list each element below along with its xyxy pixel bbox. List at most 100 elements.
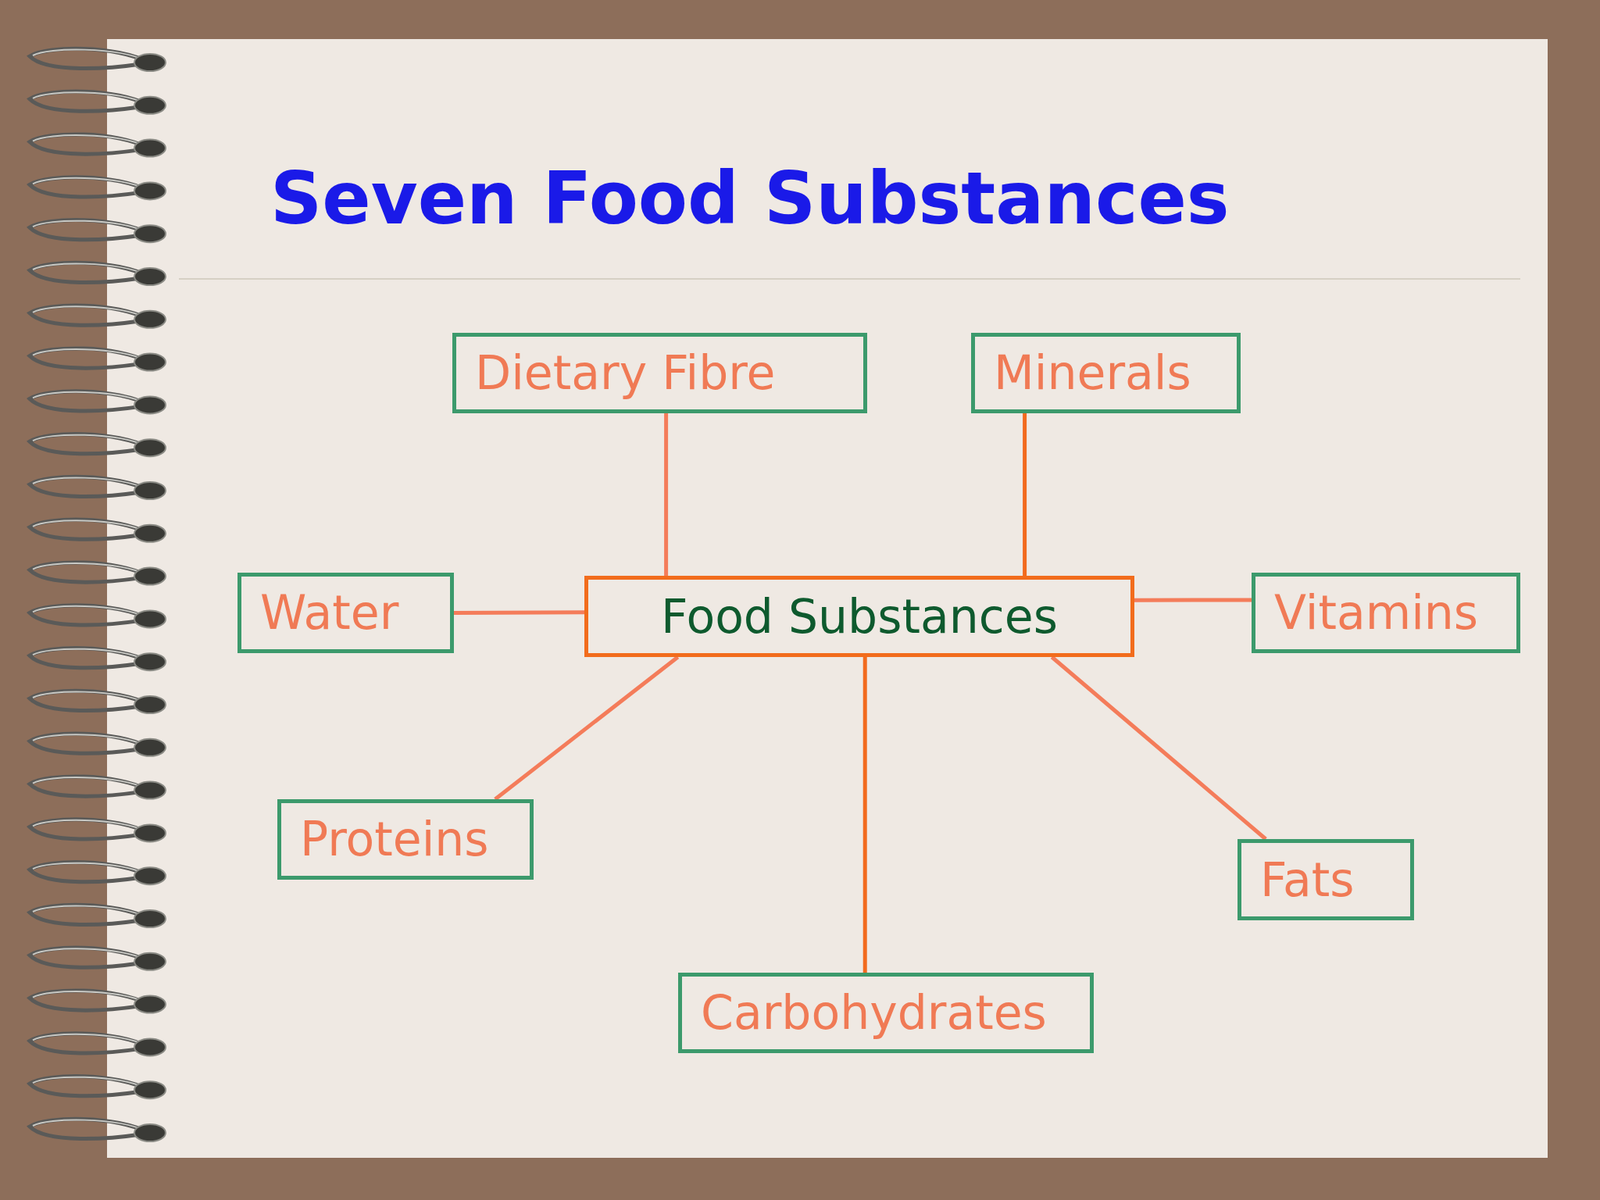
connector-line: [495, 657, 679, 800]
category-box: Proteins: [277, 799, 534, 880]
spiral-ring: [29, 177, 166, 200]
category-box: Vitamins: [1251, 572, 1521, 654]
connector-line: [453, 610, 585, 615]
ring-wire: [29, 91, 149, 111]
punch-hole: [134, 739, 166, 757]
ring-highlight: [32, 520, 147, 533]
diagram-title: Seven Food Substances: [270, 156, 1230, 243]
ring-highlight: [32, 49, 147, 61]
ring-wire: [29, 648, 149, 668]
ring-highlight: [32, 435, 147, 447]
punch-hole: [134, 439, 166, 457]
ring-wire: [29, 904, 149, 925]
ring-highlight: [32, 948, 147, 961]
punch-hole: [134, 610, 166, 628]
ring-highlight: [32, 1119, 147, 1132]
ring-highlight: [32, 991, 147, 1004]
connector-line: [1022, 413, 1027, 576]
spiral-ring: [29, 648, 166, 672]
spiral-ring: [29, 947, 166, 971]
ring-highlight: [32, 563, 147, 575]
spiral-ring: [29, 220, 166, 243]
category-box: Carbohydrates: [678, 972, 1094, 1054]
ring-highlight: [32, 691, 147, 704]
punch-hole: [134, 225, 166, 243]
ring-wire: [29, 134, 149, 154]
punch-hole: [134, 996, 166, 1014]
connector-line: [1051, 657, 1266, 840]
ring-highlight: [32, 820, 147, 833]
spiral-ring: [29, 1033, 166, 1057]
node-label: Minerals: [993, 346, 1192, 400]
spiral-ring: [29, 348, 166, 372]
punch-hole: [134, 824, 166, 842]
node-label: Vitamins: [1274, 585, 1479, 640]
spiral-ring: [29, 434, 166, 458]
node-label: Food Substances: [660, 589, 1058, 644]
punch-hole: [134, 353, 166, 372]
ring-highlight: [32, 135, 147, 147]
ring-highlight: [32, 477, 147, 490]
ring-wire: [29, 220, 149, 240]
ring-highlight: [32, 1077, 147, 1090]
spiral-ring: [29, 134, 166, 158]
ring-wire: [29, 605, 149, 625]
central-box: Food Substances: [584, 575, 1135, 658]
ring-wire: [29, 862, 149, 883]
spiral-ring: [29, 819, 166, 843]
spiral-ring: [29, 904, 166, 928]
punch-hole: [134, 782, 166, 800]
spiral-binding: [29, 48, 166, 1142]
spiral-ring: [29, 776, 166, 800]
ring-highlight: [32, 221, 147, 233]
ring-highlight: [32, 306, 147, 318]
spiral-ring: [29, 990, 166, 1014]
category-box: Fats: [1237, 839, 1415, 921]
spiral-ring: [29, 305, 166, 329]
punch-hole: [134, 53, 166, 72]
node-label: Carbohydrates: [700, 985, 1047, 1040]
ring-wire: [29, 1118, 149, 1139]
spiral-ring: [29, 562, 166, 586]
punch-hole: [134, 267, 166, 286]
ring-wire: [29, 1033, 149, 1054]
punch-hole: [134, 525, 166, 543]
connector-line: [863, 657, 868, 973]
connector-line: [1134, 598, 1252, 603]
node-label: Proteins: [300, 812, 490, 867]
connector-line: [664, 413, 668, 576]
spiral-ring: [29, 690, 166, 714]
ring-highlight: [32, 734, 147, 747]
punch-hole: [134, 139, 166, 158]
spiral-ring: [29, 262, 166, 286]
spiral-ring: [29, 733, 166, 757]
ring-wire: [29, 990, 149, 1011]
ring-highlight: [32, 777, 147, 790]
ring-highlight: [32, 606, 147, 618]
punch-hole: [134, 310, 166, 329]
spiral-ring: [29, 1076, 166, 1100]
punch-hole: [134, 1038, 166, 1056]
ring-wire: [29, 262, 149, 283]
ring-highlight: [32, 863, 147, 875]
category-box: Minerals: [971, 332, 1241, 414]
ring-wire: [29, 519, 149, 540]
punch-hole: [134, 1081, 166, 1099]
punch-hole: [134, 910, 166, 928]
title-rule: [178, 278, 1521, 280]
ring-wire: [29, 391, 149, 411]
punch-hole: [134, 1124, 166, 1142]
spiral-ring: [29, 1118, 166, 1142]
ring-highlight: [32, 649, 147, 661]
node-label: Water: [260, 585, 399, 640]
spiral-ring: [29, 519, 166, 543]
ring-highlight: [32, 349, 147, 361]
ring-wire: [29, 562, 149, 583]
ring-wire: [29, 305, 149, 325]
node-label: Fats: [1260, 853, 1355, 908]
ring-wire: [29, 776, 149, 797]
spiral-ring: [29, 605, 166, 629]
punch-hole: [134, 696, 166, 714]
node-label: Dietary Fibre: [475, 346, 776, 400]
